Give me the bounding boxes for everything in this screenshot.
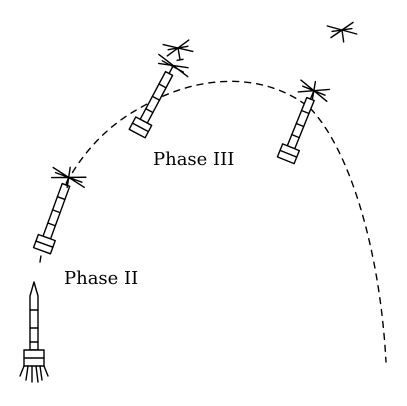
rocket-phase-3-descent-icon <box>276 79 331 165</box>
trajectory-dashed-path <box>39 80 387 363</box>
rotor-free-far-icon <box>326 21 358 43</box>
rocket-on-launchpad-icon <box>19 281 49 383</box>
phase-3-label: Phase III <box>153 149 234 170</box>
rotor-free-top-icon <box>162 39 194 62</box>
phase-2-label: Phase II <box>64 268 138 289</box>
rocket-phase-2-icon <box>32 166 87 255</box>
rocket-phase-3-ascent-icon <box>128 53 189 139</box>
